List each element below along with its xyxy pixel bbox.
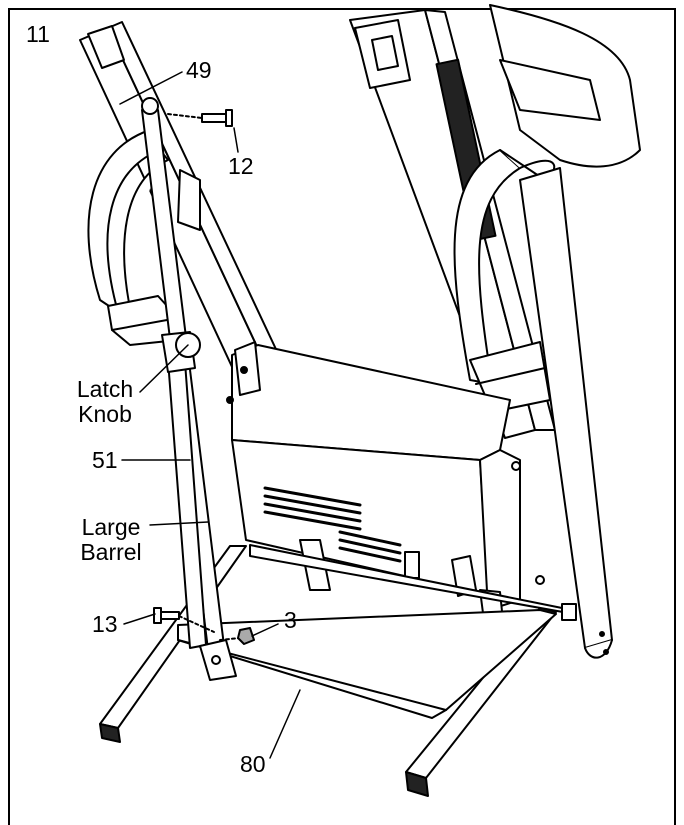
callout-large-barrel: Large Barrel — [70, 515, 152, 565]
callout-80: 80 — [240, 752, 266, 777]
step-number: 11 — [26, 22, 50, 47]
callout-large-line2: Barrel — [70, 540, 152, 565]
callout-12: 12 — [228, 154, 254, 179]
lift-tube — [142, 98, 236, 680]
callout-large-line1: Large — [70, 515, 152, 540]
callout-latch-knob: Latch Knob — [70, 377, 140, 427]
bolt-12 — [168, 110, 232, 126]
callout-3: 3 — [284, 608, 297, 633]
callout-13: 13 — [92, 612, 118, 637]
callout-latch-line1: Latch — [70, 377, 140, 402]
callout-51: 51 — [92, 448, 118, 473]
callout-latch-line2: Knob — [70, 402, 140, 427]
callout-49: 49 — [186, 58, 212, 83]
